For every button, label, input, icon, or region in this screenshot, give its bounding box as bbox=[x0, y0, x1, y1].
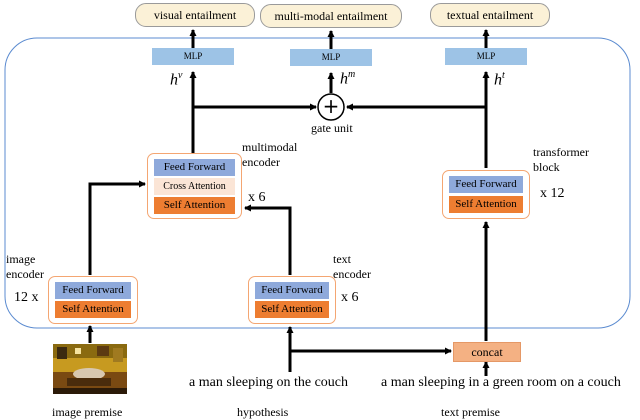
image-encoder-repeat-label: 12 x bbox=[14, 290, 39, 305]
text-encoder-label-line1: text bbox=[333, 252, 351, 266]
mlp-textual-label: MLP bbox=[476, 51, 496, 61]
mm-self-attention: Self Attention bbox=[154, 197, 235, 214]
premise-text: a man sleeping in a green room on a couc… bbox=[381, 375, 621, 390]
image-encoder-label-line1: image bbox=[6, 252, 36, 266]
text-encoder-label-line2: encoder bbox=[333, 267, 371, 281]
multimodal-encoder-block: Feed Forward Cross Attention Self Attent… bbox=[147, 153, 242, 219]
concat-box: concat bbox=[453, 342, 521, 362]
tr-self-attention: Self Attention bbox=[449, 196, 523, 213]
transformer-block: Feed Forward Self Attention bbox=[442, 170, 530, 219]
image-premise-caption: image premise bbox=[52, 405, 123, 419]
mlp-multimodal: MLP bbox=[290, 49, 372, 66]
hypothesis-caption: hypothesis bbox=[237, 405, 289, 419]
visual-entailment-output: visual entailment bbox=[135, 3, 255, 27]
textual-entailment-output: textual entailment bbox=[430, 3, 550, 27]
text-encoder-block: Feed Forward Self Attention bbox=[248, 276, 336, 324]
multimodal-repeat-label: x 6 bbox=[248, 190, 266, 205]
transformer-block-label-line2: block bbox=[533, 160, 560, 174]
mlp-textual: MLP bbox=[445, 48, 527, 65]
plus-icon: + bbox=[322, 94, 340, 118]
hypothesis-text: a man sleeping on the couch bbox=[189, 375, 349, 390]
img-feed-forward: Feed Forward bbox=[55, 282, 131, 299]
mlp-visual: MLP bbox=[152, 48, 234, 65]
transformer-block-label-line1: transformer bbox=[533, 145, 589, 159]
h-v-symbol: hv bbox=[170, 70, 183, 89]
visual-entailment-label: visual entailment bbox=[153, 8, 237, 22]
image-premise-picture bbox=[53, 344, 127, 394]
mm-cross-attention: Cross Attention bbox=[154, 178, 235, 195]
model-frame bbox=[4, 37, 631, 329]
multimodal-entailment-output: multi-modal entailment bbox=[260, 4, 402, 28]
txt-self-attention: Self Attention bbox=[255, 301, 329, 318]
text-premise-caption: text premise bbox=[441, 405, 500, 419]
text-encoder-repeat-label: x 6 bbox=[341, 290, 359, 305]
mm-feed-forward: Feed Forward bbox=[154, 159, 235, 176]
multimodal-encoder-label-line1: multimodal bbox=[242, 140, 298, 154]
mlp-visual-label: MLP bbox=[183, 51, 203, 61]
image-encoder-label-line2: encoder bbox=[6, 267, 44, 281]
txt-feed-forward: Feed Forward bbox=[255, 282, 329, 299]
textual-entailment-label: textual entailment bbox=[446, 8, 534, 22]
gate-circle bbox=[317, 93, 345, 121]
multimodal-entailment-label: multi-modal entailment bbox=[274, 9, 388, 23]
gate-unit-label: gate unit bbox=[311, 121, 353, 135]
h-t-symbol: ht bbox=[494, 70, 505, 89]
multimodal-encoder-label-line2: encoder bbox=[242, 155, 280, 169]
tr-feed-forward: Feed Forward bbox=[449, 176, 523, 193]
image-encoder-block: Feed Forward Self Attention bbox=[48, 276, 138, 324]
img-self-attention: Self Attention bbox=[55, 301, 131, 318]
concat-label: concat bbox=[471, 345, 503, 359]
h-m-symbol: hm bbox=[340, 69, 356, 88]
mlp-multimodal-label: MLP bbox=[321, 52, 341, 62]
transformer-repeat-label: x 12 bbox=[540, 186, 565, 201]
